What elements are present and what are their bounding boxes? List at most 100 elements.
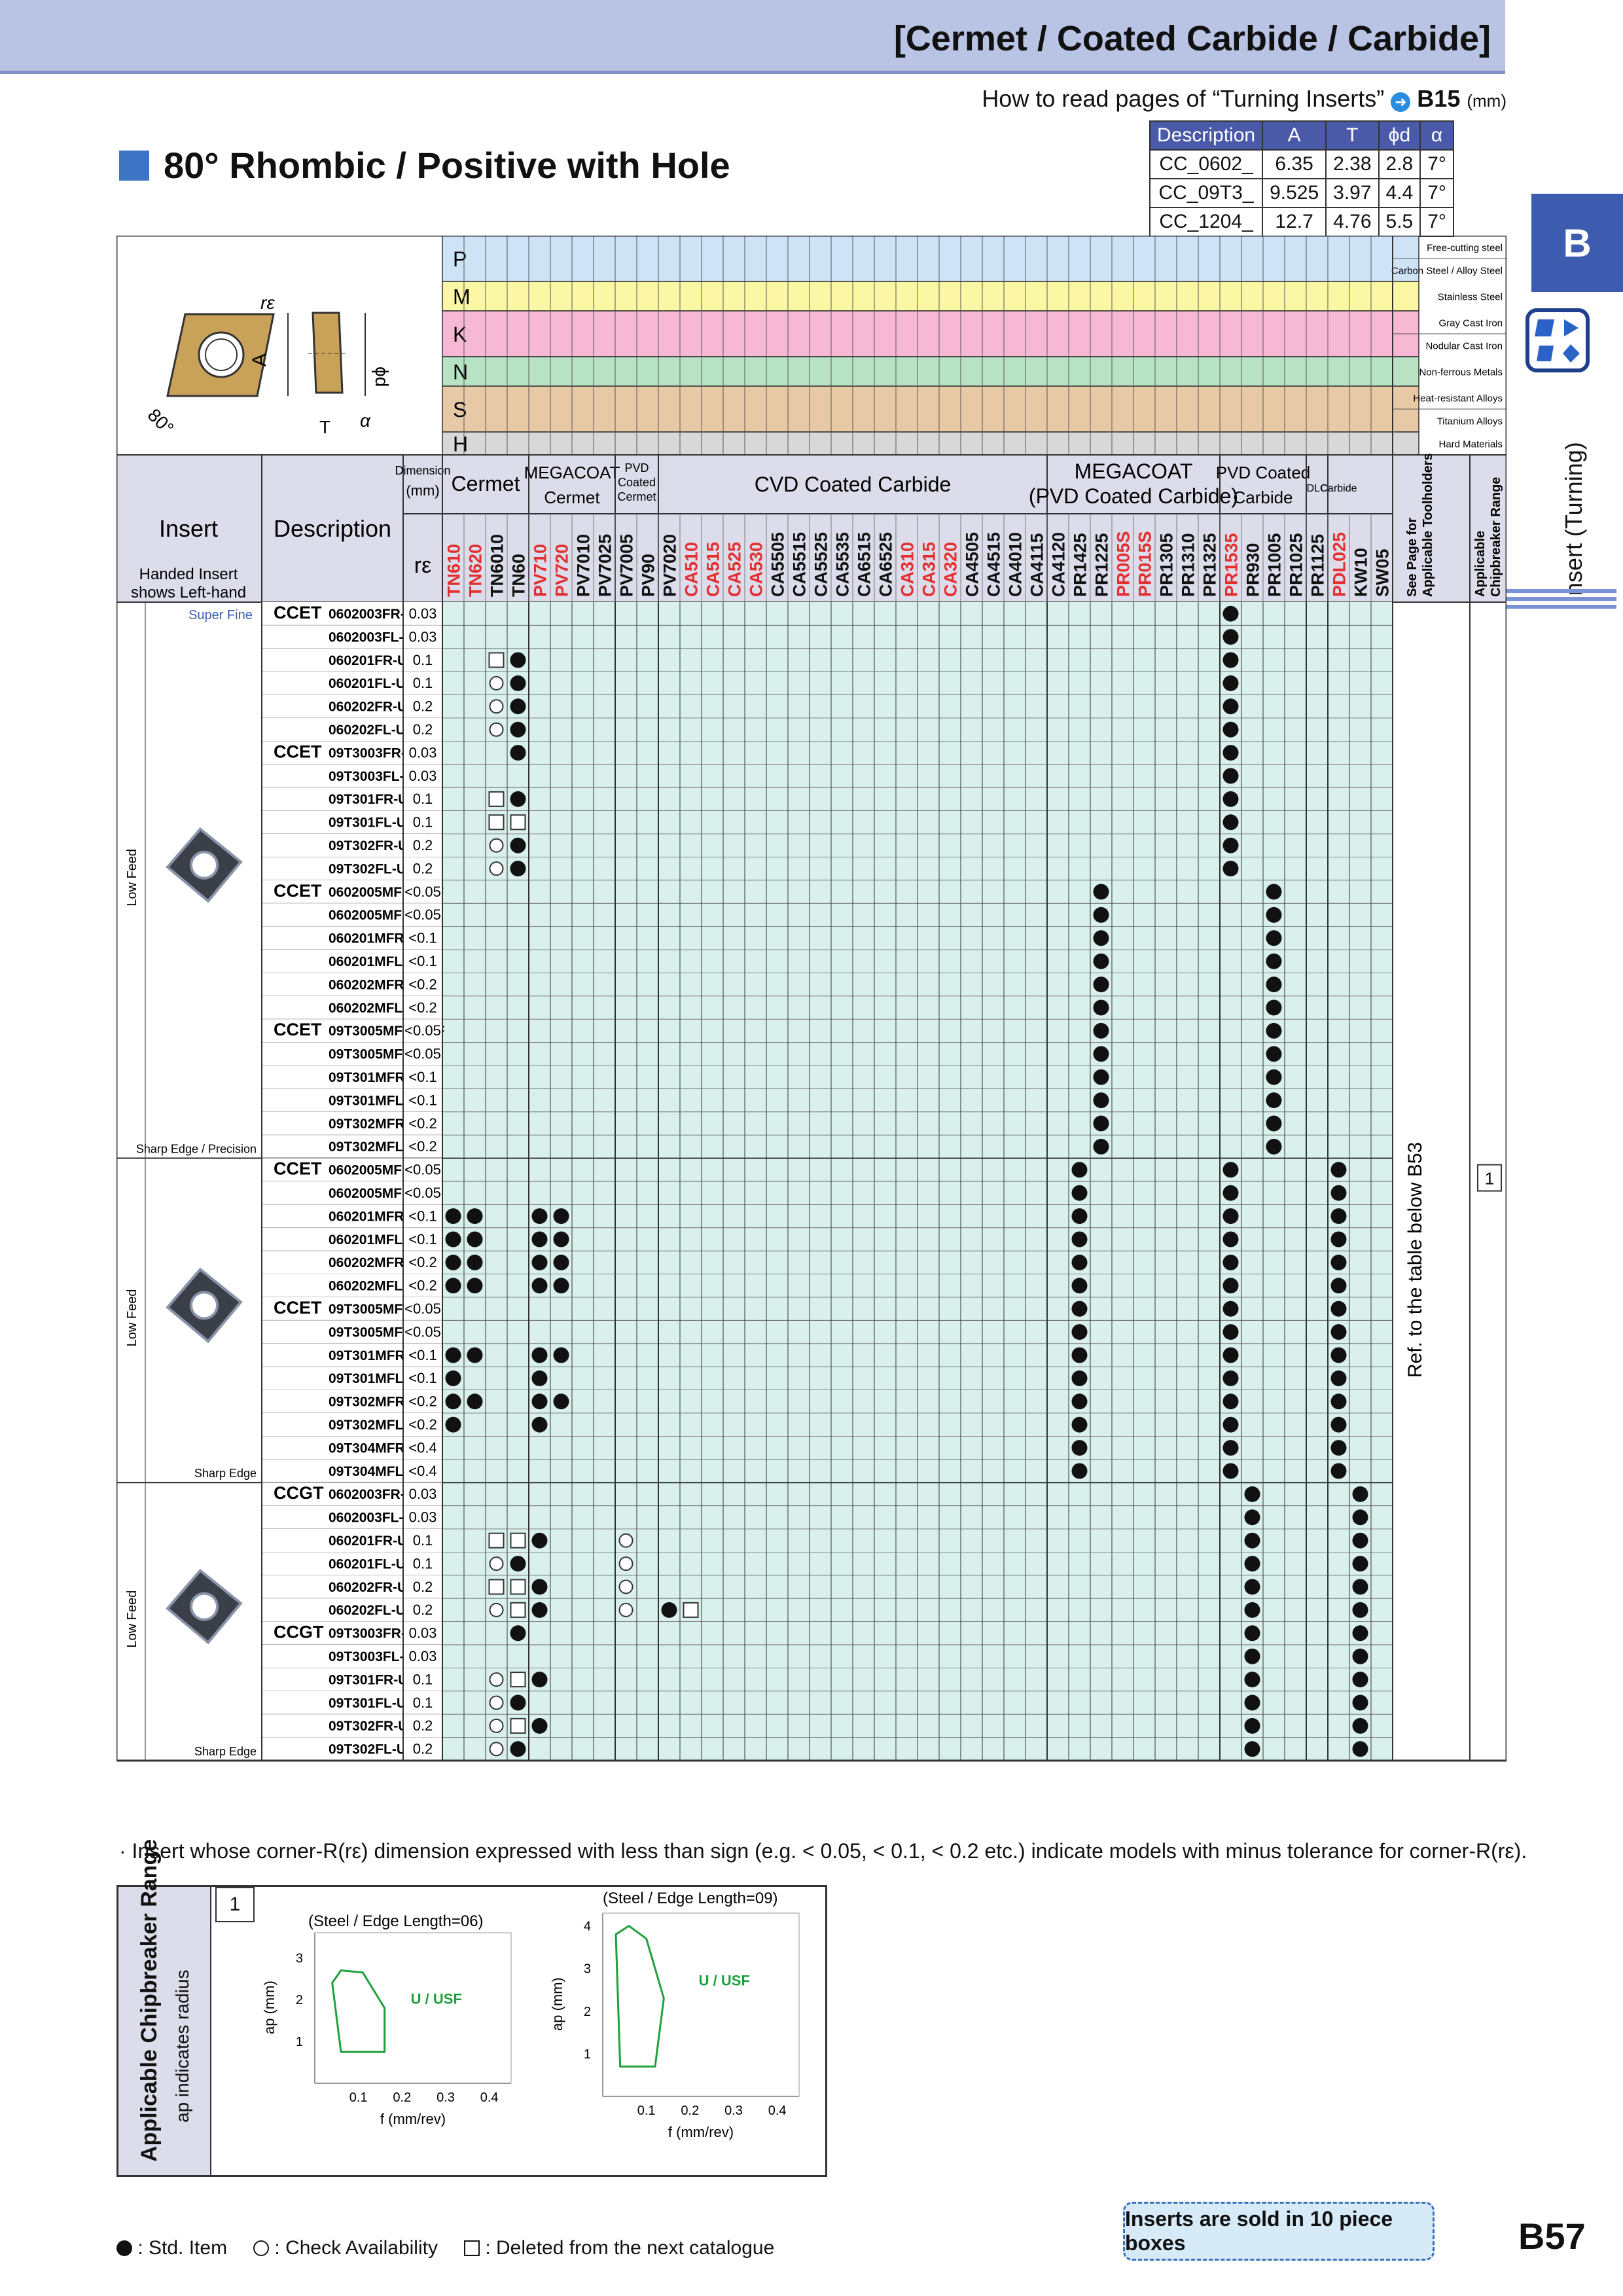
std-item-mark <box>1330 1370 1347 1386</box>
std-item-mark <box>510 1741 526 1757</box>
std-item-mark <box>1330 1254 1347 1270</box>
std-item-mark <box>1330 1208 1347 1225</box>
grade-label: PR1225 <box>1092 533 1112 597</box>
description-cell <box>262 1111 403 1136</box>
side-category-label: Insert (Turning) <box>1558 406 1597 602</box>
re-value: 0.2 <box>413 1602 433 1618</box>
material-row-n <box>442 356 1419 387</box>
group-label: Coated <box>618 476 656 489</box>
re-cell <box>403 926 442 950</box>
grade-label: PR1005 <box>1265 533 1285 597</box>
std-item-mark <box>531 1231 548 1247</box>
howto-ref[interactable]: B15 <box>1417 85 1461 112</box>
std-item-mark <box>1352 1625 1368 1641</box>
description-cell <box>262 787 403 811</box>
grade-label: PDL025 <box>1330 532 1349 597</box>
dim-header: A <box>1262 120 1327 151</box>
open-square-icon <box>463 2240 480 2256</box>
re-cell <box>403 1088 442 1112</box>
re-value: <0.05 <box>404 884 441 900</box>
insert-code: 09T304MFL-U <box>329 1464 418 1479</box>
deleted-mark <box>488 1532 505 1549</box>
re-cell <box>403 1621 442 1645</box>
dim-header: α <box>1419 120 1454 151</box>
re-cell <box>403 1668 442 1691</box>
insert-code: 060201FL-USF <box>329 676 423 691</box>
description-cell <box>262 1436 403 1460</box>
deleted-mark <box>510 1672 526 1688</box>
section-title-text: 80° Rhombic / Positive with Hole <box>164 145 730 186</box>
re-cell <box>403 672 442 695</box>
std-item-mark <box>1352 1579 1368 1595</box>
handed-note: Handed Insert <box>139 565 238 583</box>
re-value: <0.4 <box>408 1439 437 1456</box>
insert-code: 060202FR-USF <box>329 700 425 715</box>
insert-code: 060201MFL-U <box>329 1232 417 1247</box>
material-name: Titanium Alloys <box>1437 416 1503 427</box>
re-value: 0.1 <box>413 1671 433 1687</box>
check-availability-mark <box>618 1533 633 1548</box>
std-item-mark <box>531 1370 548 1386</box>
re-value: 0.03 <box>409 628 437 645</box>
std-item-mark <box>1330 1416 1347 1433</box>
handed-note: shows Left-hand <box>131 584 246 601</box>
dim-cell: 12.7 <box>1262 207 1327 237</box>
y-tick-label: 2 <box>296 1993 303 2007</box>
section-tab-b[interactable]: B <box>1531 194 1623 292</box>
dim-t-label: T <box>319 417 330 437</box>
dimension-header: (mm) <box>406 482 439 499</box>
chipbreaker-header: Applicable <box>1473 531 1488 597</box>
insert-prefix: CCET <box>274 1298 322 1318</box>
dim-cell: 7° <box>1419 178 1454 208</box>
y-axis-label: ap (mm) <box>549 1977 565 2031</box>
re-value: <0.1 <box>408 1370 437 1386</box>
dim-alpha-label: α <box>360 410 371 431</box>
re-value: 0.1 <box>413 814 433 831</box>
std-item-mark <box>1330 1440 1347 1456</box>
description-cell <box>262 764 403 788</box>
re-value: 0.03 <box>409 744 437 761</box>
material-name: Hard Materials <box>1438 439 1503 450</box>
re-cell <box>403 1529 442 1552</box>
title-square-icon <box>119 150 149 181</box>
std-item-mark <box>510 652 526 668</box>
grade-label: PV7005 <box>617 534 637 597</box>
std-item-mark <box>1352 1695 1368 1711</box>
re-value: 0.2 <box>413 721 433 738</box>
legend-std: : Std. Item <box>116 2237 227 2259</box>
description-cell <box>262 996 403 1020</box>
bottom-label: Sharp Edge <box>194 1467 257 1480</box>
re-value: 0.2 <box>413 860 433 876</box>
x-axis-label: f (mm/rev) <box>380 2111 446 2127</box>
legend-chk-text: : Check Availability <box>274 2237 438 2259</box>
std-item-mark <box>1093 884 1109 900</box>
insert-header: Insert <box>159 515 218 542</box>
group-label: MEGACOAT <box>524 463 620 482</box>
std-item-mark <box>1222 675 1239 691</box>
description-cell <box>262 1066 403 1089</box>
deleted-mark <box>488 814 505 831</box>
re-value: <0.05 <box>404 1162 441 1178</box>
chipbreaker-box: Applicable Chipbreaker Range ap indicate… <box>116 1839 827 2177</box>
insert-code: 09T302MFR-U <box>329 1395 419 1410</box>
std-item-mark <box>445 1231 461 1247</box>
insert-code: 09T301FL-USF <box>329 816 424 831</box>
insert-code: 060202FL-U <box>329 1603 406 1618</box>
grade-label: TN620 <box>466 544 486 597</box>
std-item-mark <box>445 1278 461 1294</box>
group-label: Carbide <box>1233 488 1293 507</box>
std-item-mark <box>1222 1416 1239 1433</box>
std-item-mark <box>1266 1092 1282 1109</box>
insert-code: 0602005MFL-U <box>329 1186 425 1201</box>
insert-code: 09T301MFR-U <box>329 1348 419 1363</box>
description-cell <box>262 1367 403 1390</box>
check-availability-mark <box>489 1602 504 1617</box>
std-item-mark <box>1071 1440 1088 1456</box>
grade-label: PR1025 <box>1287 533 1306 597</box>
re-value: <0.05 <box>404 1300 441 1317</box>
re-cell <box>403 1042 442 1066</box>
std-item-mark <box>1266 906 1282 923</box>
side-label-text: Insert (Turning) <box>1560 442 1587 602</box>
section-title: 80° Rhombic / Positive with Hole <box>119 144 730 187</box>
description-cell <box>262 1737 403 1761</box>
